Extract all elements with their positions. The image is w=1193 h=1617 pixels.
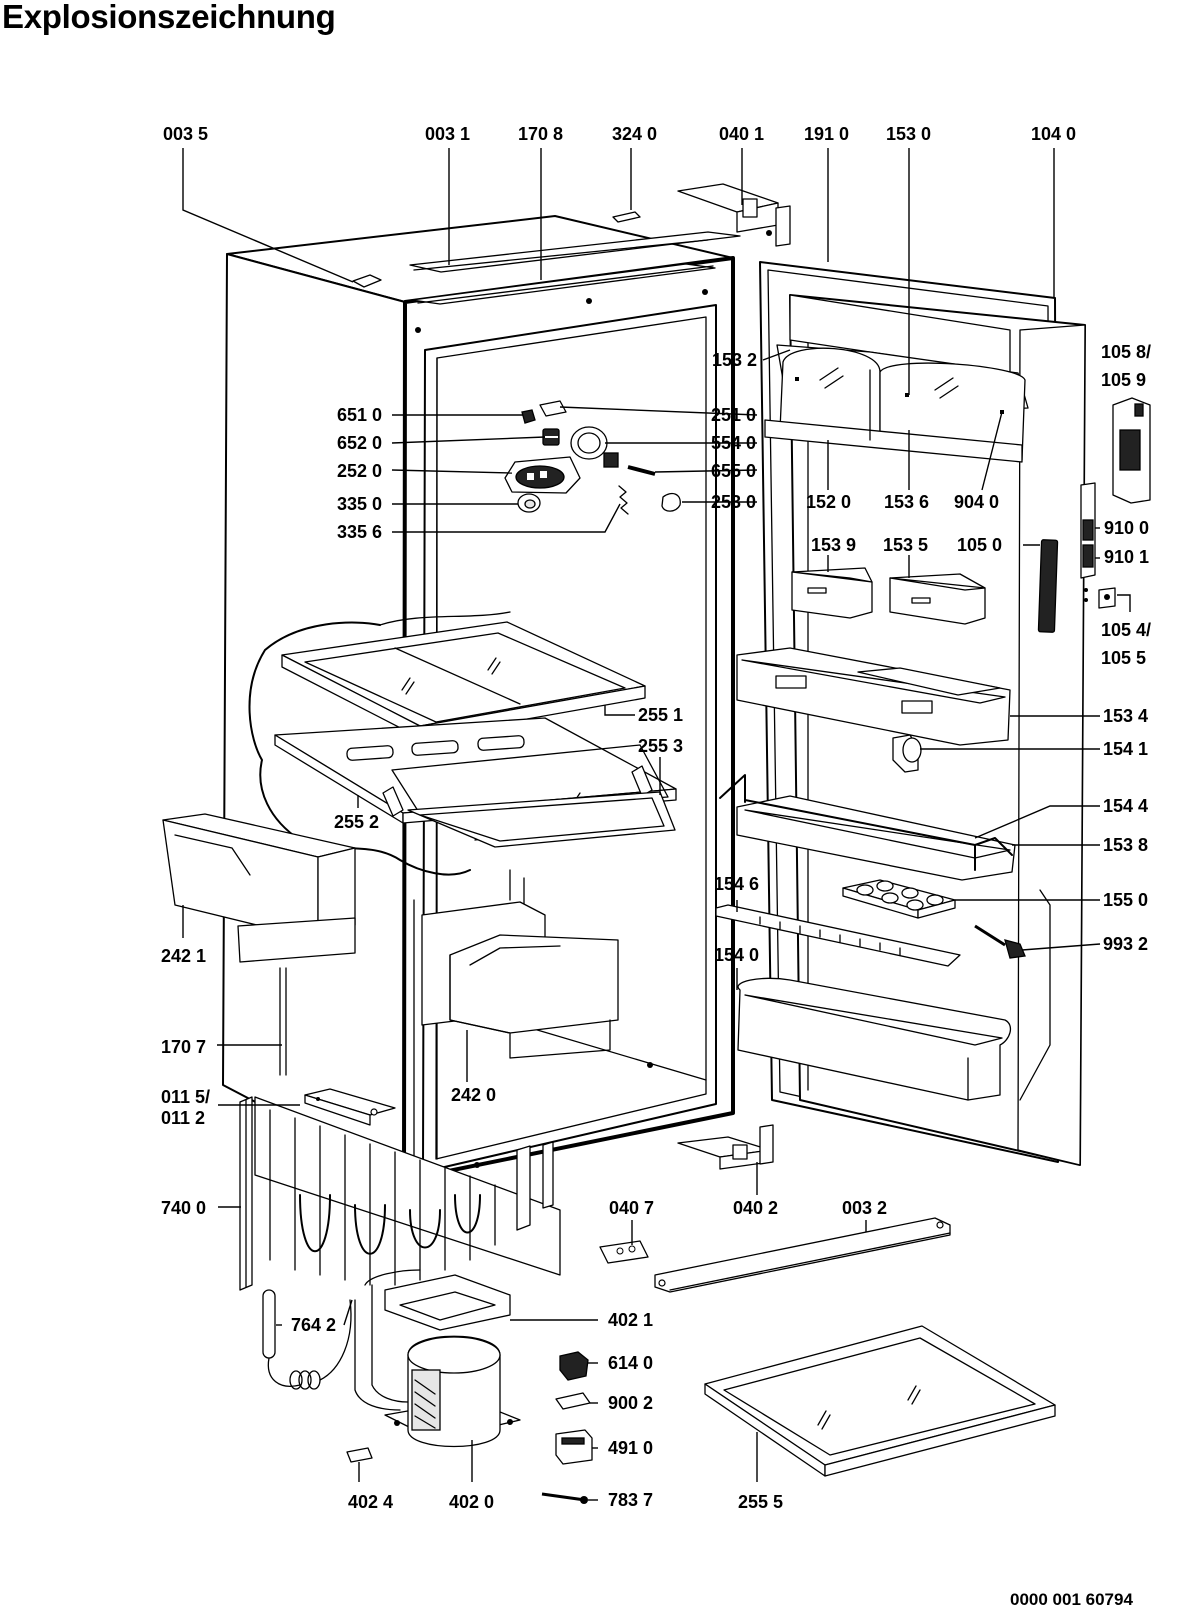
callout-label: 153 6 bbox=[884, 492, 929, 512]
callout-label: 153 0 bbox=[886, 124, 931, 144]
callout-label: 614 0 bbox=[608, 1353, 653, 1373]
callout-label: 764 2 bbox=[291, 1315, 336, 1335]
electrical-parts bbox=[541, 1240, 649, 1504]
callout-label: 040 1 bbox=[719, 124, 764, 144]
callout-label: 105 9 bbox=[1101, 370, 1146, 390]
callout-label: 993 2 bbox=[1103, 934, 1148, 954]
door-clip-154-1 bbox=[892, 734, 922, 773]
door-handle-strip bbox=[1037, 539, 1059, 633]
callout-label: 153 8 bbox=[1103, 835, 1148, 855]
callout-label: 105 0 bbox=[957, 535, 1002, 555]
clip-402-4 bbox=[346, 1447, 373, 1463]
callout-label: 402 4 bbox=[348, 1492, 393, 1512]
callout-label: 011 2 bbox=[161, 1108, 205, 1128]
callout-label: 191 0 bbox=[804, 124, 849, 144]
door-shelf-upper bbox=[736, 647, 1011, 746]
callout-label: 900 2 bbox=[608, 1393, 653, 1413]
callout-label: 554 0 bbox=[711, 433, 756, 453]
callout-label: 040 2 bbox=[733, 1198, 778, 1218]
callout-label: 255 2 bbox=[334, 812, 379, 832]
callout-label: 170 8 bbox=[518, 124, 563, 144]
bottle-rail bbox=[715, 904, 961, 967]
callout-label: 253 0 bbox=[711, 492, 756, 512]
callout-label: 105 4/ bbox=[1101, 620, 1151, 640]
callout-label: 154 4 bbox=[1103, 796, 1148, 816]
callout-label: 402 1 bbox=[608, 1310, 653, 1330]
callout-label: 170 7 bbox=[161, 1037, 206, 1057]
compressor bbox=[384, 1274, 521, 1448]
door-small-boxes bbox=[791, 567, 986, 625]
callout-label: 105 8/ bbox=[1101, 342, 1151, 362]
callout-label: 655 0 bbox=[711, 461, 756, 481]
callout-label: 155 0 bbox=[1103, 890, 1148, 910]
callout-label: 251 0 bbox=[711, 405, 756, 425]
callout-label: 255 1 bbox=[638, 705, 683, 725]
callout-label: 011 5/ bbox=[161, 1087, 210, 1107]
callout-label: 003 1 bbox=[425, 124, 470, 144]
callout-label: 153 9 bbox=[811, 535, 856, 555]
callout-label: 104 0 bbox=[1031, 124, 1076, 144]
glass-shelf-upper bbox=[281, 621, 646, 739]
callout-label: 040 7 bbox=[609, 1198, 654, 1218]
callout-label: 652 0 bbox=[337, 433, 382, 453]
callout-label: 651 0 bbox=[337, 405, 382, 425]
callout-label: 402 0 bbox=[449, 1492, 494, 1512]
callout-label: 154 1 bbox=[1103, 739, 1148, 759]
drawer-center bbox=[421, 869, 619, 1059]
document-number: 0000 001 60794 bbox=[1010, 1590, 1133, 1609]
leader-lines bbox=[182, 148, 1131, 1501]
callout-label: 335 6 bbox=[337, 522, 382, 542]
callout-label: 003 2 bbox=[842, 1198, 887, 1218]
callout-label: 324 0 bbox=[612, 124, 657, 144]
callout-label: 105 5 bbox=[1101, 648, 1146, 668]
callout-label: 255 3 bbox=[638, 736, 683, 756]
callout-label: 255 5 bbox=[738, 1492, 783, 1512]
top-rails bbox=[352, 211, 741, 305]
door-upper-compartment bbox=[764, 294, 1029, 463]
door-shelf-middle bbox=[719, 774, 1016, 881]
drawer-left bbox=[162, 813, 356, 963]
control-unit bbox=[504, 400, 681, 515]
callout-label: 152 0 bbox=[806, 492, 851, 512]
egg-tray bbox=[842, 879, 956, 919]
glass-shelf-bottom bbox=[704, 1325, 1056, 1477]
hinge-top bbox=[677, 183, 791, 247]
explosion-outline bbox=[248, 621, 471, 876]
callout-label: 242 0 bbox=[451, 1085, 496, 1105]
callout-label: 153 2 bbox=[712, 350, 757, 370]
callout-label: 003 5 bbox=[163, 124, 208, 144]
right-hinge-parts bbox=[1080, 397, 1151, 609]
callout-label: 335 0 bbox=[337, 494, 382, 514]
part-993-2 bbox=[974, 924, 1026, 959]
plinth-strip bbox=[654, 1217, 951, 1293]
callout-label: 783 7 bbox=[608, 1490, 653, 1510]
callout-label: 491 0 bbox=[608, 1438, 653, 1458]
callout-labels: 003 5 003 1 170 8 324 0 040 1 191 0 153 … bbox=[161, 124, 1151, 1609]
condenser bbox=[239, 1096, 561, 1411]
callout-label: 904 0 bbox=[954, 492, 999, 512]
callout-label: 154 0 bbox=[714, 945, 759, 965]
callout-label: 740 0 bbox=[161, 1198, 206, 1218]
page-title: Explosionszeichnung bbox=[2, 0, 336, 35]
callout-label: 242 1 bbox=[161, 946, 206, 966]
hinge-bottom bbox=[677, 1124, 774, 1170]
door-shelf-bottom bbox=[737, 977, 1012, 1101]
callout-label: 153 4 bbox=[1103, 706, 1148, 726]
callout-label: 910 1 bbox=[1104, 547, 1149, 567]
callout-label: 154 6 bbox=[714, 874, 759, 894]
glass-shelf-middle bbox=[274, 717, 677, 848]
callout-label: 252 0 bbox=[337, 461, 382, 481]
callout-label: 910 0 bbox=[1104, 518, 1149, 538]
callout-label: 153 5 bbox=[883, 535, 928, 555]
bottom-bracket bbox=[304, 1088, 396, 1126]
